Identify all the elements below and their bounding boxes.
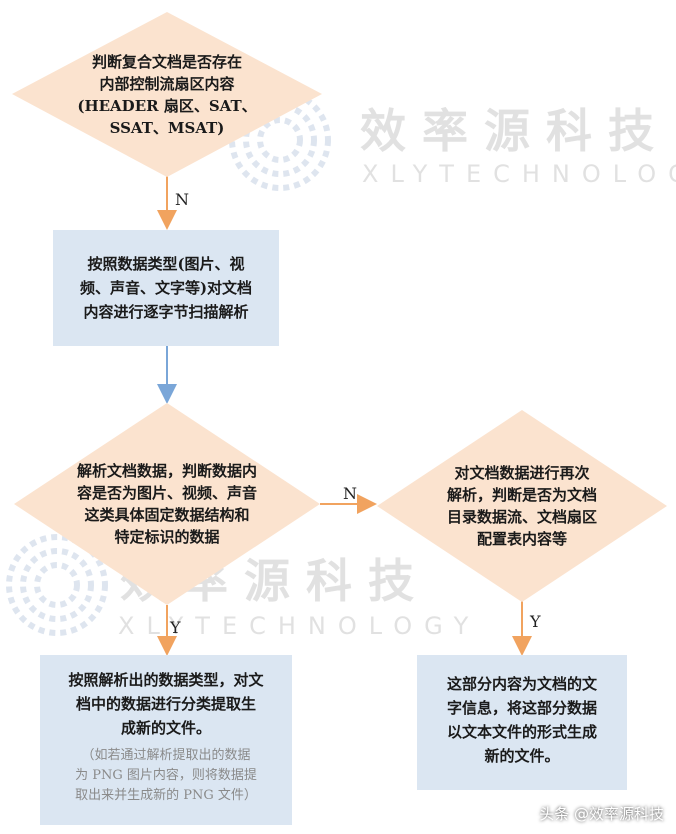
edge-label-y: Y bbox=[170, 618, 181, 637]
watermark-text: XLYTECHNOLOGY bbox=[118, 612, 481, 640]
watermark-swirl-icon bbox=[6, 534, 108, 636]
decision-diamond bbox=[12, 12, 322, 177]
edge-label-n: N bbox=[175, 190, 189, 209]
process2-text: 按照解析出的数据类型，对文 档中的数据进行分类提取生 成新的文件。 （如若通过解… bbox=[40, 668, 292, 806]
process3-text: 这部分内容为文档的文 字信息，将这部分数据 以文本文件的形式生成 新的文件。 bbox=[446, 675, 597, 765]
decision2-text: 解析文档数据，判断数据内 容是否为图片、视频、声音 这类具体固定数据结构和 特定… bbox=[76, 462, 257, 546]
process2-note: （如若通过解析提取出的数据 为 PNG 图片内容，则将数据提 取出来并生成新的 … bbox=[75, 748, 257, 803]
edge-label-n: N bbox=[343, 484, 357, 503]
decision-diamond bbox=[14, 403, 320, 605]
edge-label-y: Y bbox=[530, 612, 541, 631]
process-box bbox=[53, 230, 279, 346]
decision1-text: 判断复合文档是否存在 内部控制流扇区内容 (HEADER 扇区、SAT、 SSA… bbox=[77, 52, 257, 137]
process-box bbox=[417, 655, 627, 790]
process-box bbox=[40, 655, 292, 825]
watermark-text: 效率源科技 bbox=[360, 104, 670, 158]
process1-text: 按照数据类型(图片、视 频、声音、文字等)对文档 内容进行逐字节扫描解析 bbox=[79, 255, 253, 321]
source-credit: 头条 @效率源科技 bbox=[539, 805, 664, 823]
watermark-text: XLYTECHNOLOGY bbox=[362, 160, 676, 188]
decision-diamond bbox=[377, 410, 667, 602]
decision3-text: 对文档数据进行再次 解析，判断是否为文档 目录数据流、文档扇区 配置表内容等 bbox=[446, 464, 597, 548]
